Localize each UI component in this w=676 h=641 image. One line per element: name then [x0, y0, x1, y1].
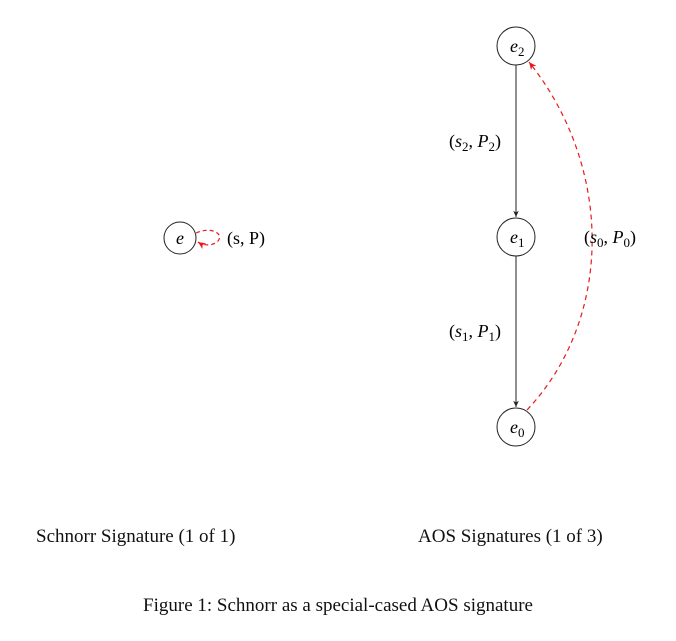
aos-node-e1: e1 — [496, 217, 536, 257]
aos-edge-label-s2-p2: (s2, P2) — [449, 131, 501, 154]
aos-node-e2: e2 — [496, 26, 536, 66]
aos-edge-e0-e2 — [526, 61, 593, 411]
aos-caption: AOS Signatures (1 of 3) — [418, 526, 603, 547]
aos-edge-label-s0-p0: (s0, P0) — [584, 227, 636, 250]
schnorr-node: e — [163, 221, 197, 255]
figure-caption: Figure 1: Schnorr as a special-cased AOS… — [143, 595, 533, 616]
aos-node-e0: e0 — [496, 407, 536, 447]
schnorr-self-loop — [195, 229, 221, 249]
schnorr-edge-label: (s, P) — [227, 228, 265, 249]
svg-text:e2: e2 — [510, 36, 525, 59]
schnorr-caption: Schnorr Signature (1 of 1) — [36, 526, 236, 547]
svg-text:e1: e1 — [510, 227, 525, 250]
schnorr-node-label: e — [176, 228, 184, 248]
svg-text:e0: e0 — [510, 417, 525, 440]
aos-edge-label-s1-p1: (s1, P1) — [449, 321, 501, 344]
